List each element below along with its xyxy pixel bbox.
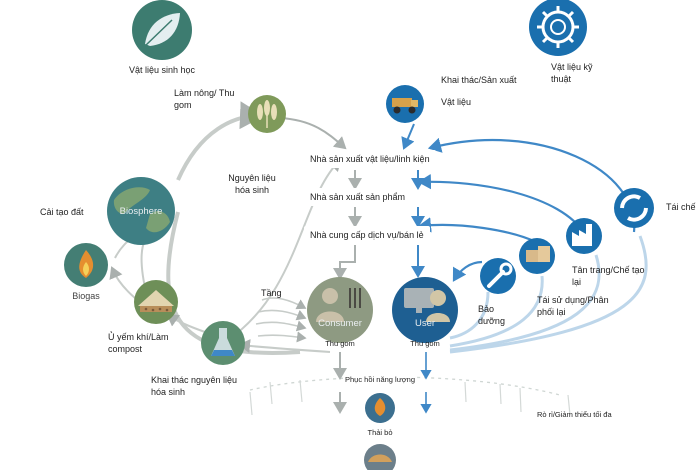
- compost-to-biogas-arrow: [109, 266, 136, 299]
- maintenance-loop: [452, 260, 483, 282]
- bio-outer-loop: [166, 211, 301, 355]
- label-maintenance: Bảo dưỡng: [478, 304, 505, 326]
- label-collect-user: Thu gom: [410, 339, 440, 348]
- compost-icon: [134, 280, 178, 324]
- stage-parts-maker: Nhà sản xuất vật liệu/linh kiện: [304, 150, 436, 168]
- bio-loop-top: [176, 101, 264, 181]
- user-icon: [392, 277, 458, 343]
- label-biochemical-feedstock: Nguyên liệu hóa sinh: [228, 173, 276, 195]
- leakage-tick-2: [299, 379, 303, 403]
- label-consumer: Consumer: [318, 318, 362, 329]
- leakage-tick-4: [499, 383, 502, 405]
- leakage-tick-3: [464, 381, 467, 403]
- recycle-loop: [427, 137, 636, 233]
- leakage-tick-7: [567, 394, 571, 416]
- label-user: User: [414, 318, 436, 329]
- label-materials: Vật liệu: [441, 97, 472, 107]
- label-bio-materials: Vật liệu sinh học: [128, 65, 196, 75]
- leakage-tick-5: [519, 387, 522, 413]
- label-anaerobic-compost: Ủ yếm khí/Làm compost: [108, 332, 169, 354]
- landfill-icon: [364, 444, 396, 470]
- biogas-flame-icon: [64, 243, 108, 287]
- label-tech-materials: Vật liệu kỹ thuật: [551, 62, 593, 84]
- mining-to-parts-arrow: [401, 123, 415, 150]
- recycle-icon: [614, 188, 654, 228]
- label-leakage: Rò rỉ/Giảm thiểu tối đa: [537, 410, 612, 419]
- label-reuse: Tái sử dụng/Phân phối lại: [537, 295, 609, 317]
- flask-icon: [201, 321, 245, 365]
- label-cascades: Tầng: [261, 288, 282, 298]
- consumer-icon: [307, 277, 373, 343]
- farming-to-parts-arrow: [279, 117, 347, 150]
- label-mining: Khai thác/Sản xuất: [441, 75, 517, 85]
- leaf-icon: [132, 0, 192, 60]
- biochem-to-parts-arrow: [227, 158, 342, 341]
- cascade-line-3: [255, 320, 307, 332]
- reuse-collect-loop: [449, 275, 544, 348]
- label-energy-recovery: Phục hồi năng lượng: [343, 375, 417, 384]
- gear-icon: [529, 0, 587, 56]
- label-biochem-extraction: Khai thác nguyên liệu hóa sinh: [151, 375, 238, 397]
- label-landfill: Thải bỏ: [367, 428, 393, 437]
- boxes-icon: [519, 238, 555, 274]
- reuse-loop: [417, 217, 537, 243]
- label-biogas: Biogas: [72, 291, 100, 301]
- wheat-icon: [248, 95, 286, 133]
- stage-product-maker: Nhà sản xuất sản phẩm: [304, 188, 412, 206]
- label-refurbish: Tân trang/Chế tạo lại: [572, 265, 645, 287]
- refurbish-collect-loop: [449, 254, 601, 352]
- stage-service-provider: Nhà cung cấp dịch vụ/bán lẻ: [304, 226, 430, 244]
- service-to-consumer-arrow: [333, 245, 356, 280]
- label-farming: Làm nông/ Thu gom: [174, 88, 235, 110]
- bottom-dashed-arc: [249, 376, 561, 396]
- recycle-collect-loop: [449, 235, 648, 354]
- maintenance-collect-loop: [449, 291, 490, 340]
- label-soil-restoration: Cải tạo đất: [40, 207, 84, 217]
- wrench-icon: [480, 258, 516, 294]
- refurbish-loop: [417, 173, 586, 235]
- cascade-line-4: [257, 331, 307, 343]
- cascade-line-2: [257, 309, 307, 321]
- leakage-tick-1: [269, 381, 273, 405]
- factory-icon: [566, 218, 602, 254]
- label-biosphere: Biosphere: [119, 206, 163, 217]
- cascade-line-1: [261, 297, 307, 310]
- biosphere-globe-icon: [107, 177, 175, 245]
- label-recycle: Tái chế: [666, 202, 696, 212]
- energy-flame-icon: [365, 393, 395, 423]
- consumer-collect-loop: [238, 339, 331, 353]
- label-collect-consumer: Thu gom: [325, 339, 355, 348]
- mining-truck-icon: [386, 85, 424, 123]
- leakage-tick-6: [249, 391, 253, 416]
